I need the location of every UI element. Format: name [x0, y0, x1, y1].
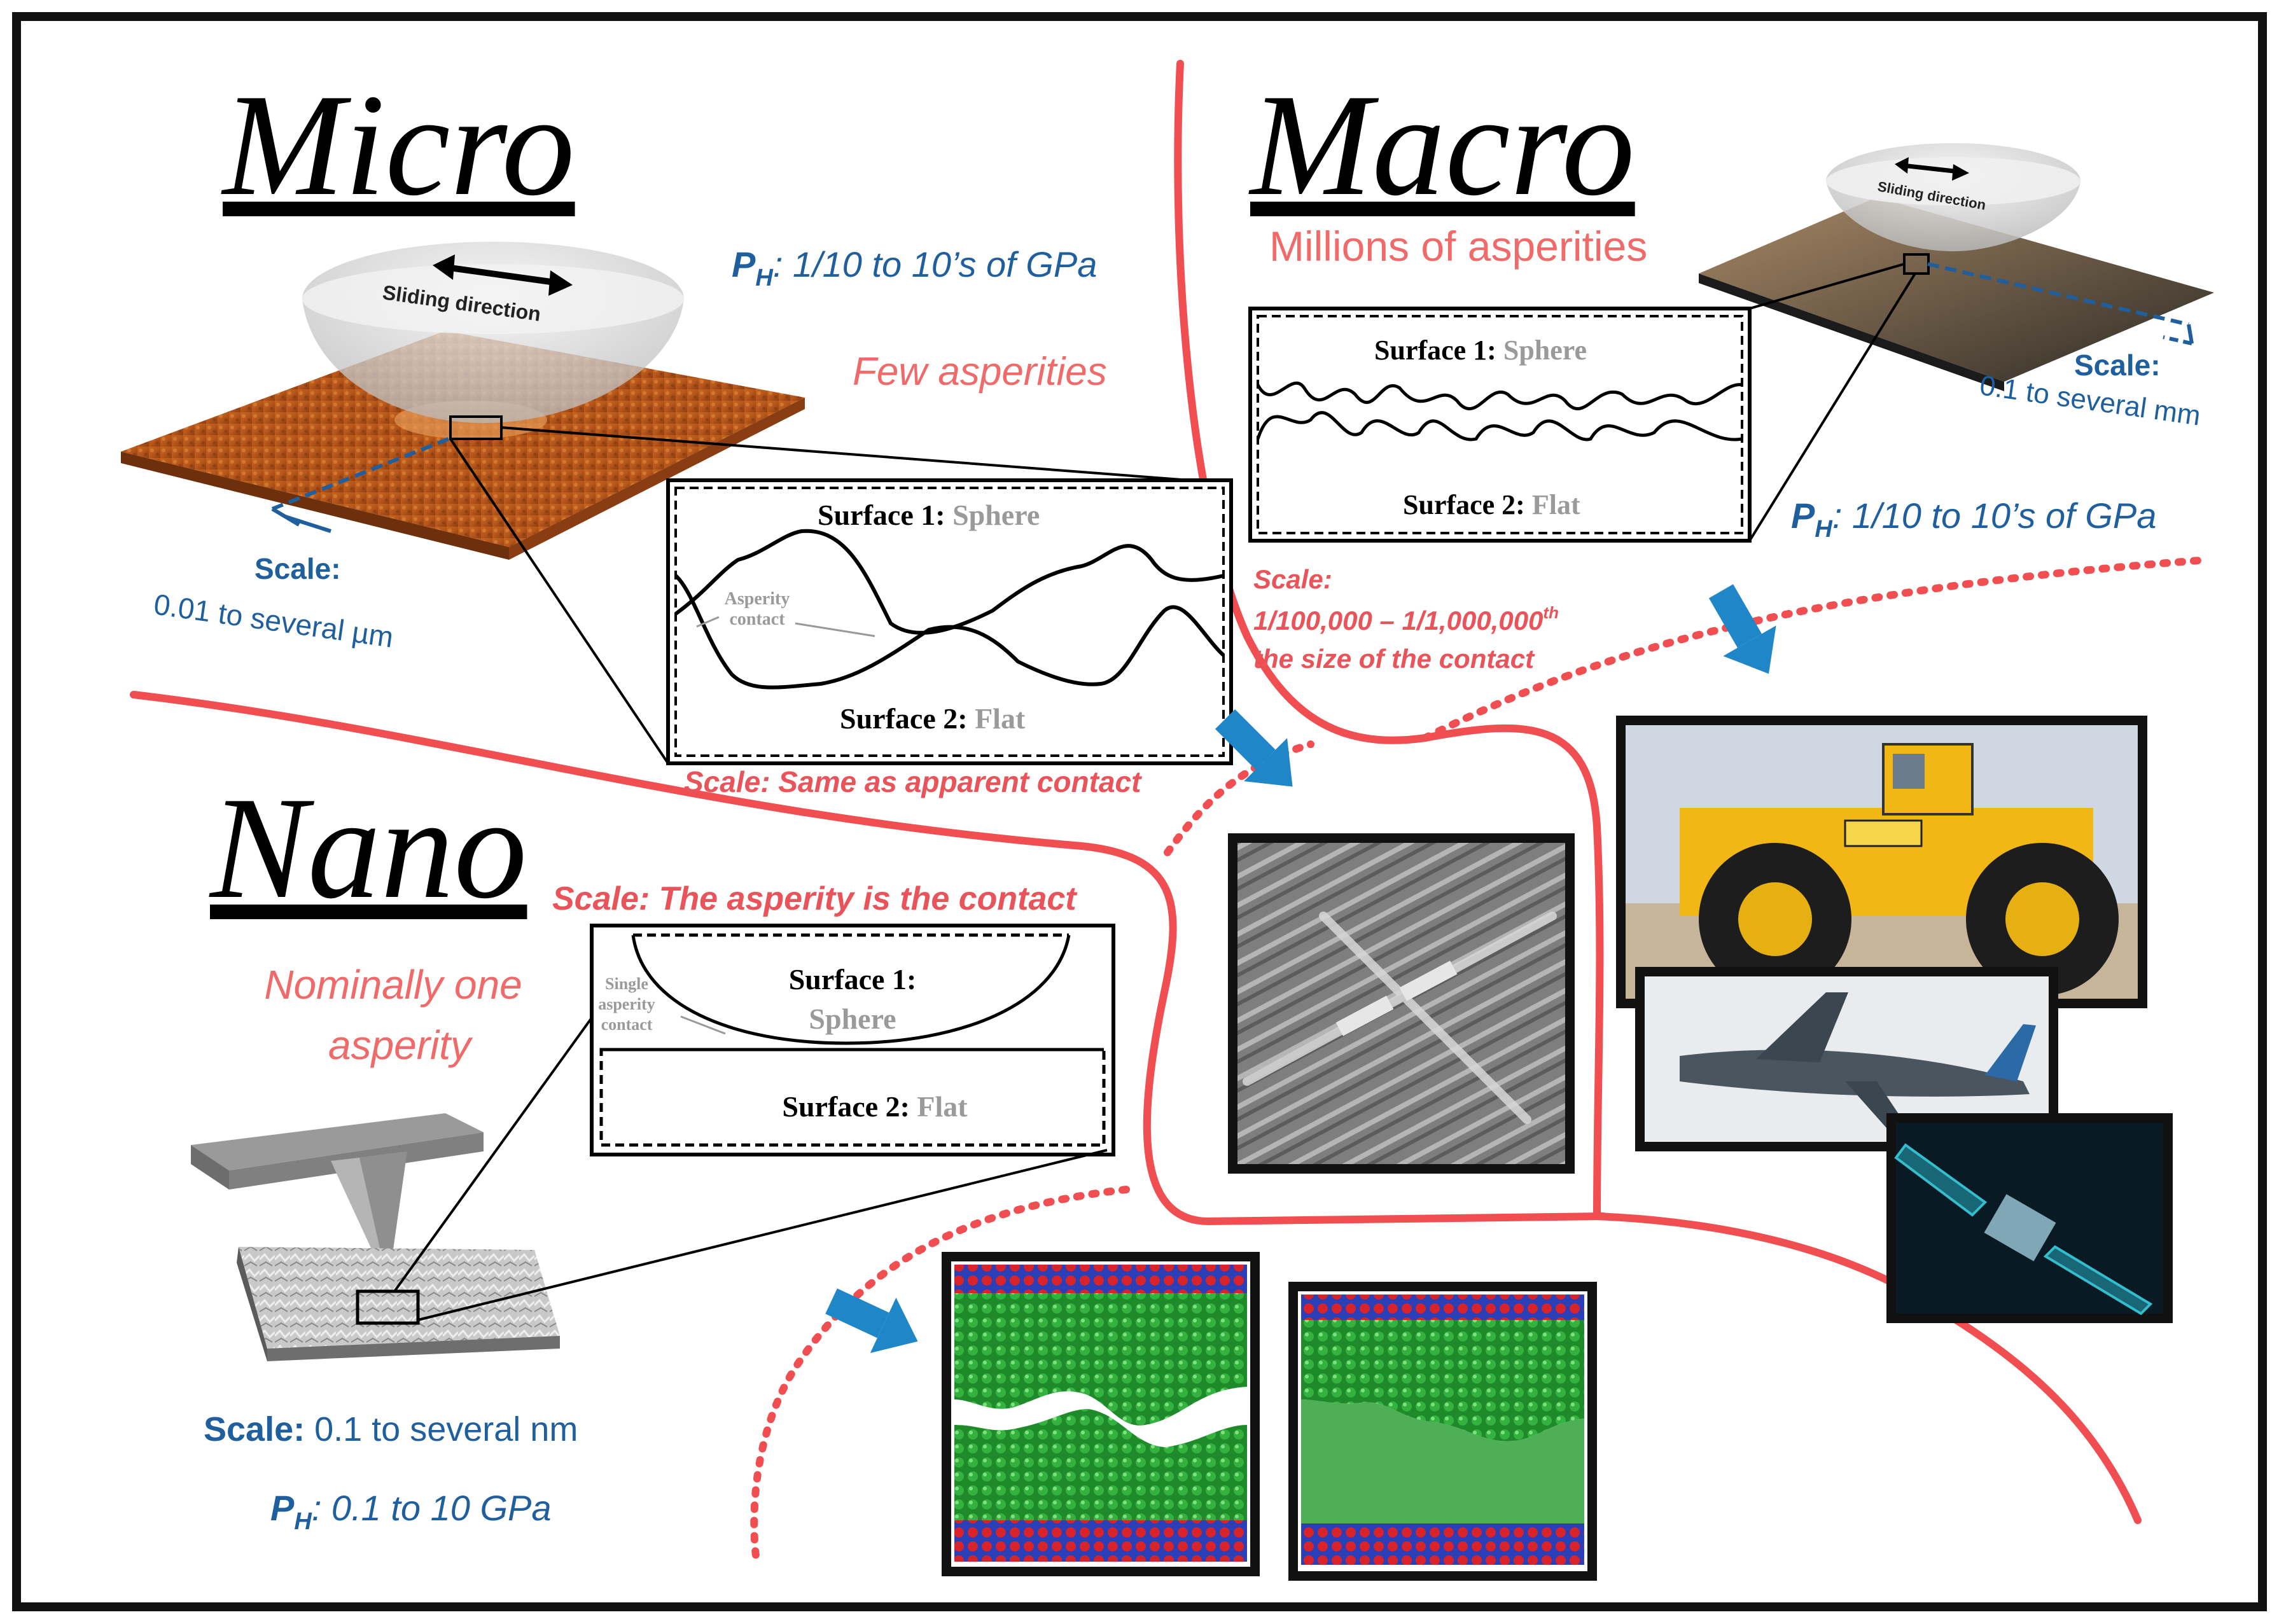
macro-scale-note: Scale: 1/100,000 – 1/1,000,000th the siz… — [1253, 564, 1559, 674]
macro-sphere: Sliding direction — [1826, 143, 2080, 251]
boundary-micro-macro — [1174, 60, 1604, 1220]
satellite-image — [1886, 1113, 2173, 1323]
micro-zoom-lines — [449, 426, 1232, 765]
nano-pressure: PH: 0.1 to 10 GPa — [270, 1488, 552, 1535]
macro-scale-label: Scale: — [2074, 349, 2161, 382]
nano-scale: Scale: 0.1 to several nm — [204, 1410, 578, 1448]
md-simulation-image-2 — [1288, 1282, 1597, 1581]
nano-surface2: Surface 2: Flat — [782, 1090, 968, 1123]
micro-pressure: PH: 1/10 to 10’s of GPa — [732, 244, 1097, 291]
macro-contact-diagram: Surface 1: Sphere Surface 2: Flat — [1248, 307, 1752, 543]
svg-text:1/100,000 – 1/1,000,000th: 1/100,000 – 1/1,000,000th — [1253, 603, 1559, 635]
mems-sem-image — [1228, 833, 1575, 1174]
figure-border — [12, 12, 2267, 1611]
svg-text:the size of the contact: the size of the contact — [1253, 644, 1535, 674]
boundary-micro-nano — [130, 691, 1607, 1226]
title-macro: Macro — [1248, 64, 1635, 226]
title-nano: Nano — [209, 767, 527, 929]
arrow-nano-to-md — [825, 1288, 918, 1353]
svg-text:Scale:: Scale: — [1253, 564, 1332, 594]
micro-asperities: Few asperities — [853, 350, 1107, 394]
nano-zoom-box — [356, 1289, 420, 1325]
arrow-micro-to-mems — [1215, 709, 1293, 787]
micro-surface1: Surface 1: Sphere — [818, 499, 1040, 531]
micro-scale-label: Scale: — [254, 552, 341, 585]
nano-zoom-lines — [393, 1017, 1108, 1321]
macro-plate — [1699, 197, 2214, 391]
nano-surface1: Surface 1:Sphere — [789, 963, 917, 1035]
macro-asperities: Millions of asperities — [1269, 223, 1647, 270]
micro-scale-note: Scale: Same as apparent contact — [684, 765, 1142, 798]
macro-surface2: Surface 2: Flat — [1403, 489, 1580, 520]
micro-scale-dimension — [271, 437, 450, 533]
macro-scale-dimension — [1927, 262, 2194, 345]
arrow-macro-to-vehicles — [1708, 584, 1776, 674]
nano-scale-note: Scale: The asperity is the contact — [552, 880, 1078, 917]
mining-truck-image — [1616, 716, 2147, 1008]
macro-surface1: Surface 1: Sphere — [1374, 335, 1587, 366]
md-simulation-image-1 — [942, 1252, 1260, 1576]
micro-surface2: Surface 2: Flat — [840, 702, 1026, 735]
airplane-image — [1635, 967, 2058, 1151]
macro-pressure: PH: 1/10 to 10’s of GPa — [1791, 496, 2156, 543]
micro-contact-diagram: Surface 1: Sphere Surface 2: Flat Asperi… — [666, 478, 1233, 765]
title-micro: Micro — [221, 64, 575, 226]
nano-sample-surface — [237, 1247, 560, 1361]
micro-sphere — [302, 242, 684, 423]
micro-scale-value: 0.01 to several µm — [152, 587, 396, 653]
macro-zoom-lines — [1748, 263, 1916, 542]
